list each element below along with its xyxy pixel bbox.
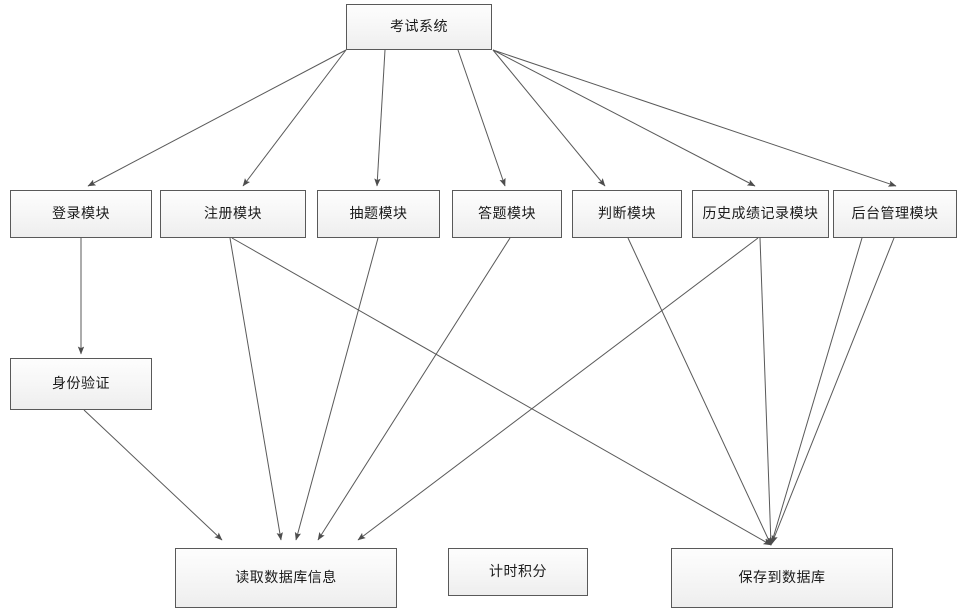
node-label-pick-question: 抽题模块 [349,206,408,222]
node-label-history: 历史成绩记录模块 [702,206,819,222]
edge-exam-system-to-register [242,49,347,187]
node-judge[interactable]: 判断模块 [572,190,682,238]
node-label-read-db: 读取数据库信息 [235,570,337,586]
edge-exam-system-to-history [492,49,756,187]
edge-exam-system-to-answer [457,49,506,187]
edge-exam-system-to-admin [492,49,897,187]
node-label-identity: 身份验证 [52,376,110,392]
edge-answer-to-read-db [317,237,511,541]
edge-register-to-read-db [229,237,283,541]
node-exam-system[interactable]: 考试系统 [346,4,492,50]
node-label-judge: 判断模块 [598,206,656,222]
node-label-exam-system: 考试系统 [390,19,448,35]
edge-admin-to-save-db [770,237,863,546]
node-history[interactable]: 历史成绩记录模块 [692,190,829,238]
edge-history-to-read-db [357,237,759,541]
node-register[interactable]: 注册模块 [160,190,306,238]
node-label-admin: 后台管理模块 [851,206,939,222]
edge-exam-system-to-judge [492,49,606,187]
edge-exam-system-to-pick-question [374,49,386,187]
node-label-login: 登录模块 [52,206,110,222]
node-admin[interactable]: 后台管理模块 [833,190,957,238]
edge-group [77,49,897,546]
edge-history-to-save-db [759,237,774,546]
node-label-register: 注册模块 [204,206,262,222]
node-pick-question[interactable]: 抽题模块 [317,190,440,238]
node-label-answer: 答题模块 [478,206,536,222]
edge-admin-to-read-db [771,237,895,544]
edge-register-to-save-db [231,237,772,546]
edge-judge-to-save-db [627,237,772,546]
node-save-db[interactable]: 保存到数据库 [671,548,893,608]
node-label-score-timer: 计时积分 [489,564,547,580]
edge-identity-to-read-db [83,409,223,541]
edge-exam-system-to-login [87,49,347,187]
node-score-timer[interactable]: 计时积分 [448,548,588,596]
edge-pick-question-to-read-db [294,237,379,541]
node-login[interactable]: 登录模块 [10,190,152,238]
node-answer[interactable]: 答题模块 [452,190,562,238]
node-identity[interactable]: 身份验证 [10,358,152,410]
node-label-save-db: 保存到数据库 [738,570,826,586]
node-read-db[interactable]: 读取数据库信息 [175,548,397,608]
